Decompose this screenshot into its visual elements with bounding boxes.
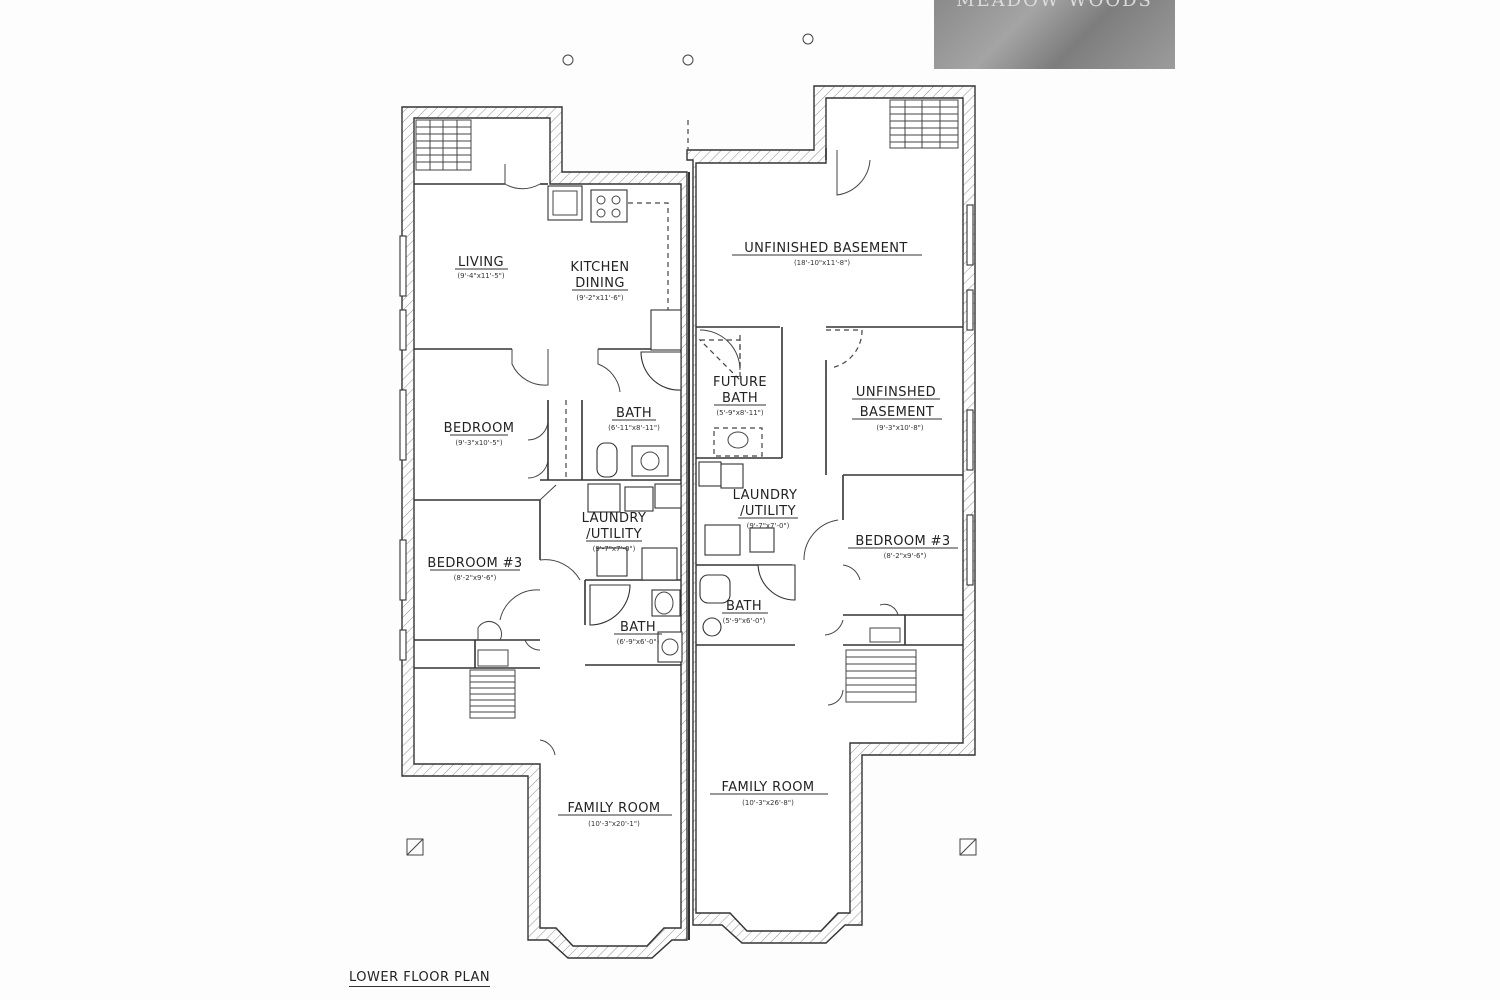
family-left-label: FAMILY ROOM <box>568 801 661 816</box>
laundry-left-label: LAUNDRY <box>582 511 647 526</box>
bedroom3-left-dims: (8'-2"x9'-6") <box>454 574 497 582</box>
bedroom-left-dims: (9'-3"x10'-5") <box>455 439 502 447</box>
living-label: LIVING <box>458 255 504 270</box>
kitchen-fixtures <box>547 185 682 351</box>
bath-upper-left-label: BATH <box>616 406 652 421</box>
future-bath-fixtures <box>698 339 763 457</box>
unfinished-basement-right-label: UNFINSHED <box>856 385 936 400</box>
unfinished-basement-top-label: UNFINISHED BASEMENT <box>744 241 907 256</box>
bedroom3-right-label: BEDROOM #3 <box>855 534 950 549</box>
bath-right-label: BATH <box>726 599 762 614</box>
top-left-stairs <box>415 119 472 171</box>
right-laundry-fixtures <box>698 461 775 556</box>
right-windows <box>966 204 974 586</box>
family-right-label: FAMILY ROOM <box>722 780 815 795</box>
left-unit-outline <box>401 106 688 959</box>
family-left-dims: (10'-3"x20'-1") <box>588 820 640 828</box>
utility-left-label: /UTILITY <box>586 527 642 542</box>
logo-text: MEADOW WOODS <box>956 0 1153 11</box>
bedroom3-right-dims: (8'-2"x9'-6") <box>884 552 927 560</box>
kitchen-dims: (9'-2"x11'-6") <box>576 294 623 302</box>
top-right-stairs <box>889 99 959 149</box>
future-bath-dims: (5'-9"x8'-11") <box>716 409 763 417</box>
utility-right-label: /UTILITY <box>740 504 796 519</box>
bedroom3-left-label: BEDROOM #3 <box>427 556 522 571</box>
future-label: FUTURE <box>713 375 767 390</box>
bath-lower-left-label: BATH <box>620 620 656 635</box>
right-bath-fixtures <box>699 564 796 637</box>
kitchen-label: KITCHEN <box>570 260 629 275</box>
room-labels: LIVING (9'-4"x11'-5") KITCHEN DINING (9'… <box>427 241 958 828</box>
left-lower-stairs <box>469 620 516 719</box>
left-lower-bath-fixtures <box>589 584 683 663</box>
unfinished-basement-top-dims: (18'-10"x11'-8") <box>794 259 850 267</box>
unfinished-basement-right-dims: (9'-3"x10'-8") <box>876 424 923 432</box>
plan-title: LOWER FLOOR PLAN <box>349 970 491 987</box>
basement-right-label: BASEMENT <box>860 405 935 420</box>
family-right-dims: (10'-3"x26'-8") <box>742 799 794 807</box>
left-windows <box>399 235 407 661</box>
survey-markers <box>406 33 977 856</box>
laundry-right-dims: (9'-7"x7'-0") <box>747 522 790 530</box>
logo-box: MEADOW WOODS <box>934 0 1175 69</box>
left-upper-bath-fixtures <box>565 351 682 480</box>
bath-lower-left-dims: (6'-9"x6'-0") <box>617 638 660 646</box>
dining-label: DINING <box>575 276 625 291</box>
laundry-left-dims: (9'-7"x7'-0") <box>593 545 636 553</box>
left-laundry-fixtures <box>587 483 682 581</box>
future-bath-label: BATH <box>722 391 758 406</box>
right-interior-walls <box>696 148 963 646</box>
right-lower-stairs <box>845 627 917 703</box>
right-unit-outline <box>686 85 976 944</box>
living-dims: (9'-4"x11'-5") <box>457 272 504 280</box>
bath-right-dims: (5'-9"x6'-0") <box>723 617 766 625</box>
left-doors <box>499 164 621 756</box>
bedroom-left-label: BEDROOM <box>444 421 515 436</box>
laundry-right-label: LAUNDRY <box>733 488 798 503</box>
bath-upper-left-dims: (6'-11"x8'-11") <box>608 424 660 432</box>
